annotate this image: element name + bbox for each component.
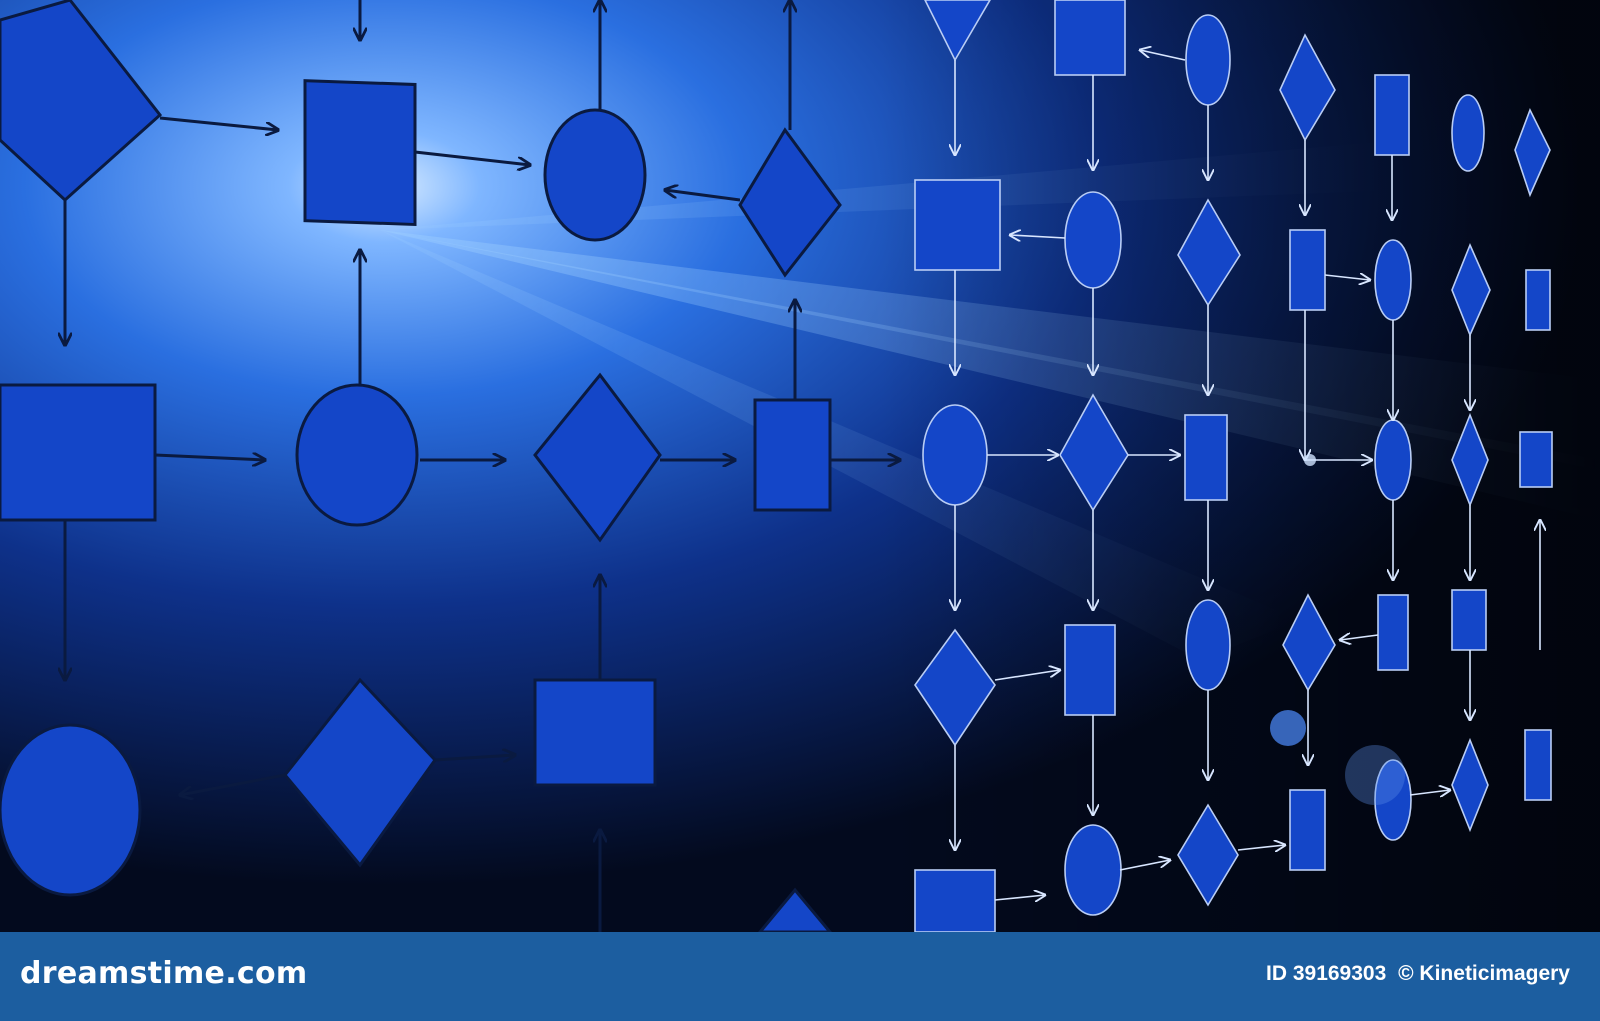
decision-diamond	[738, 127, 842, 278]
process-box	[1064, 624, 1116, 716]
terminal-circle	[0, 723, 142, 897]
decision-diamond	[0, 0, 163, 203]
process-box	[1524, 729, 1552, 801]
process-box	[1289, 789, 1326, 871]
decision-diamond	[924, 0, 991, 62]
process-box	[914, 179, 1001, 271]
terminal-circle	[1374, 239, 1412, 321]
decision-diamond	[1514, 108, 1551, 198]
decision-diamond	[1177, 803, 1239, 907]
process-box	[1519, 431, 1553, 488]
decision-diamond	[283, 677, 437, 868]
terminal-circle	[1185, 14, 1231, 106]
image-id: ID 39169303	[1266, 962, 1387, 985]
decision-diamond	[758, 887, 832, 932]
terminal-circle	[543, 108, 647, 242]
process-box	[0, 383, 157, 522]
terminal-circle	[1451, 94, 1485, 172]
process-box	[1525, 269, 1551, 331]
process-box	[1374, 74, 1410, 156]
process-box	[1054, 0, 1126, 76]
process-box	[533, 678, 657, 787]
terminal-circle	[1374, 759, 1412, 841]
process-box	[753, 398, 832, 512]
process-box	[303, 79, 417, 227]
terminal-circle	[1064, 824, 1122, 916]
far-flowchart	[914, 0, 1553, 932]
process-box	[1377, 594, 1409, 671]
credit-author: © Kineticimagery	[1398, 962, 1570, 985]
brand-logo-text: dreamstime.com	[20, 956, 308, 991]
process-box	[1184, 414, 1228, 501]
image-credit: ID 39169303 © Kineticimagery	[1260, 962, 1570, 986]
lens-flares	[1270, 454, 1405, 805]
process-box	[914, 869, 996, 932]
far-connector-arrows	[955, 50, 1540, 900]
process-box	[1289, 229, 1326, 311]
footer-bar: dreamstime.com ID 39169303 © Kineticimag…	[0, 932, 1600, 1021]
flowchart	[0, 0, 842, 932]
terminal-circle	[295, 383, 419, 527]
connector-arrows	[65, 0, 900, 932]
terminal-circle	[1374, 419, 1412, 501]
terminal-circle	[922, 404, 988, 506]
decision-diamond	[1451, 737, 1489, 833]
decision-diamond	[533, 372, 662, 543]
terminal-circle	[1064, 191, 1122, 289]
flowchart-background-illustration	[0, 0, 1600, 932]
process-box	[1451, 589, 1487, 651]
terminal-circle	[1185, 599, 1231, 691]
